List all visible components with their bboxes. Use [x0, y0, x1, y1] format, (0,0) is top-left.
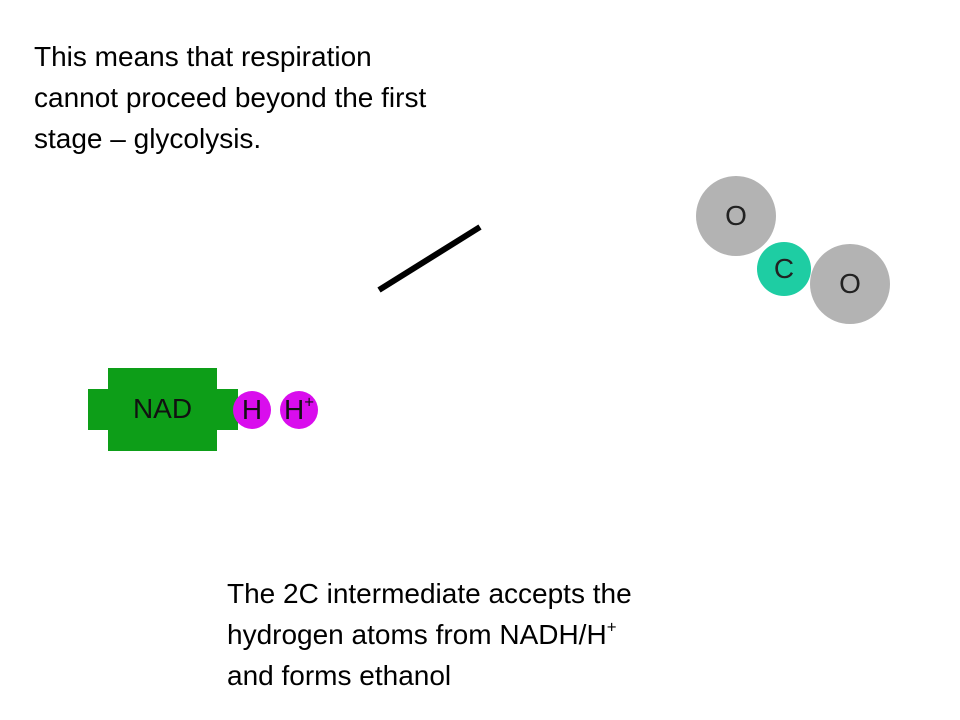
ethanol-line-2-charge: + [606, 617, 617, 637]
carbon-atom-label: C [773, 253, 795, 284]
oxygen-atom-bottom-label: O [839, 268, 861, 299]
hydrogen-atom-label: H [241, 394, 263, 425]
ethanol-line-1: The 2C intermediate accepts the [227, 578, 632, 609]
nad-molecule-core [108, 368, 217, 451]
explanation-line-3: stage – glycolysis. [34, 123, 262, 154]
oxygen-atom-top-label: O [725, 200, 747, 231]
oxygen-atom-top: O [696, 176, 776, 256]
hydrogen-ion-label: H+ [283, 392, 315, 426]
connector-stroke [377, 224, 482, 293]
hydrogen-ion: H+ [280, 391, 318, 429]
ethanol-line-3: and forms ethanol [227, 660, 452, 691]
explanation-line-2: cannot proceed beyond the first [34, 82, 427, 113]
ethanol-line-2: hydrogen atoms from NADH/H+ [227, 614, 632, 655]
carbon-atom: C [757, 242, 811, 296]
oxygen-atom-bottom: O [810, 244, 890, 324]
explanation-text-top: This means that respiration cannot proce… [34, 36, 426, 159]
nad-label: NAD [132, 393, 193, 424]
hydrogen-ion-charge: + [304, 392, 315, 412]
explanation-text-bottom: The 2C intermediate accepts the hydrogen… [227, 573, 632, 696]
hydrogen-atom: H [233, 391, 271, 429]
explanation-line-1: This means that respiration [34, 41, 372, 72]
ethanol-line-2-main: hydrogen atoms from NADH/H [227, 619, 607, 650]
hydrogen-ion-symbol: H [283, 394, 305, 425]
